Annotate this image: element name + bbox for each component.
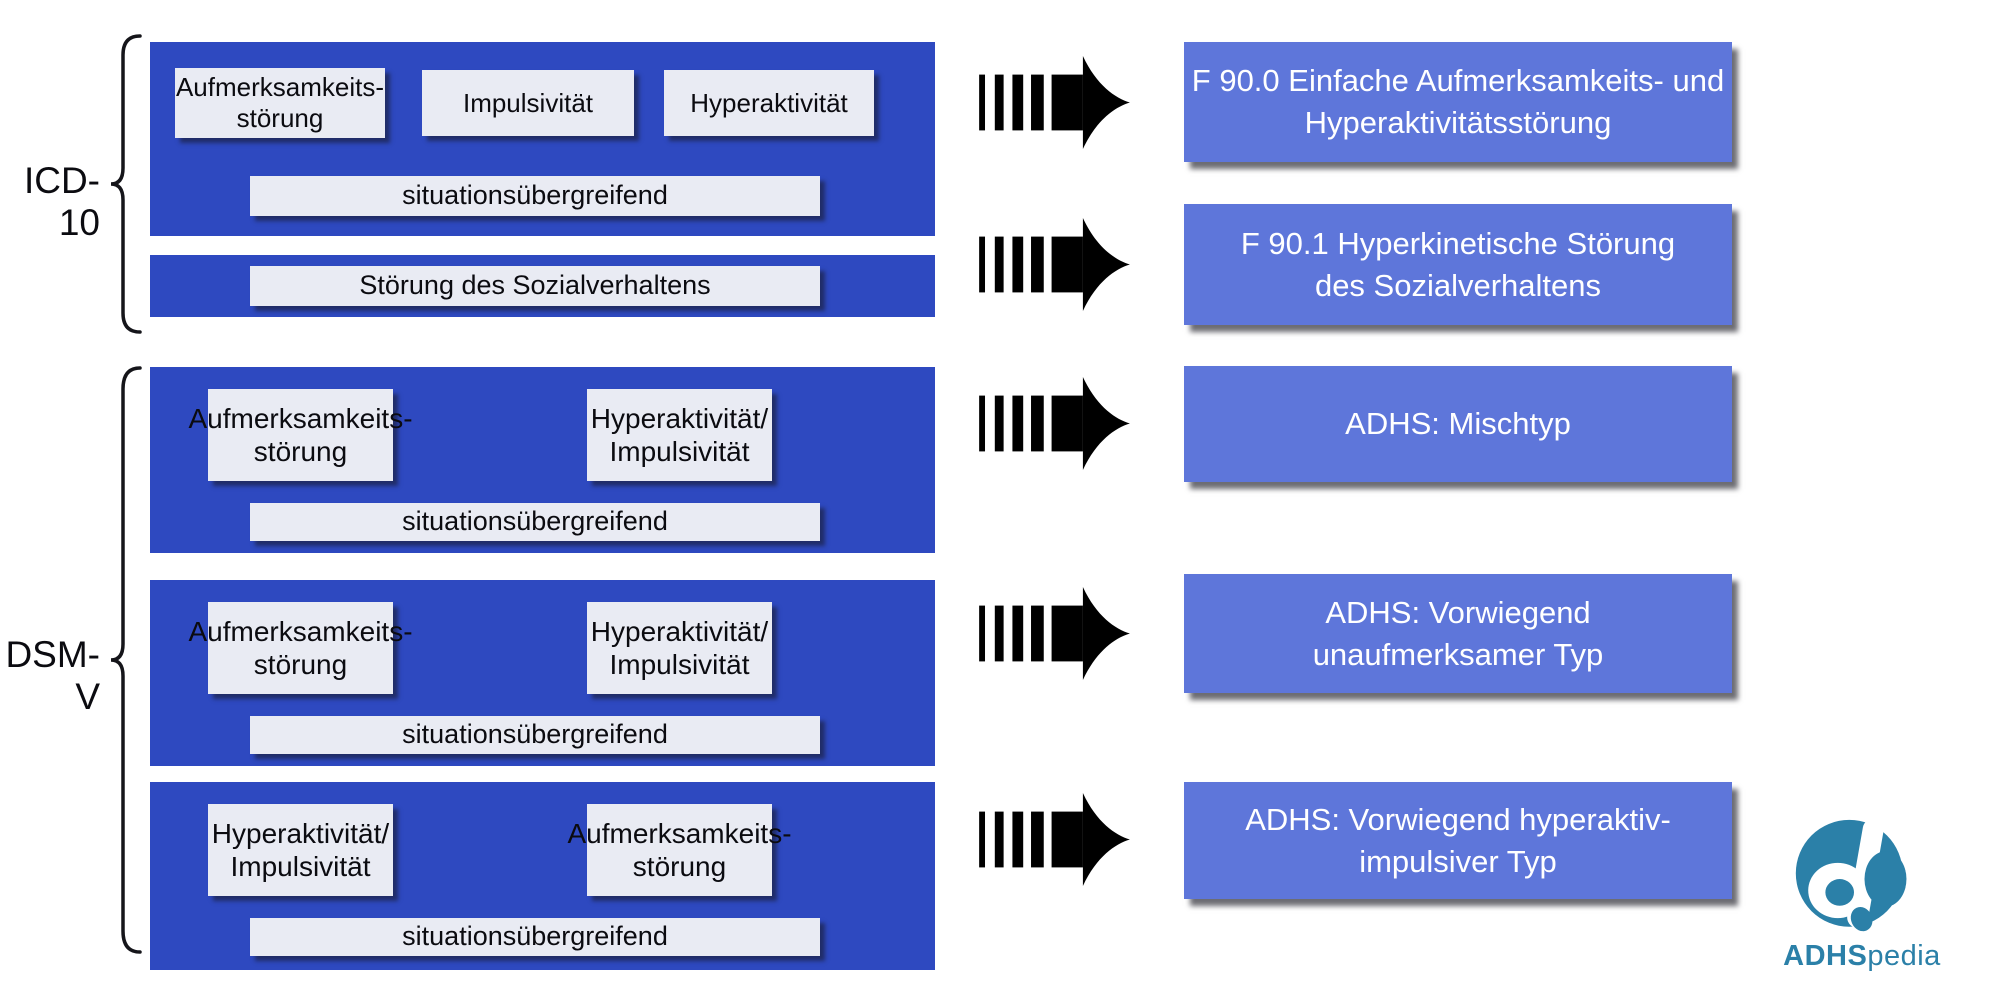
brand-name-rest: pedia (1867, 940, 1941, 972)
group-label-dsmv: DSM-V (5, 634, 100, 717)
curly-brace-dsmv-icon (110, 366, 142, 954)
situational-box: situationsübergreifend (250, 503, 820, 541)
situational-box: situationsübergreifend (250, 716, 820, 754)
dsm-panel-inattentive: Aufmerksamkeits- störung Hyperaktivität/… (150, 580, 935, 766)
criteria-box-attention: Aufmerksamkeits- störung (567, 804, 792, 896)
icd-criteria-panel: Aufmerksamkeits- störung Impulsivität Hy… (150, 42, 935, 236)
criteria-box-attention: Aufmerksamkeits- störung (175, 68, 385, 138)
result-box-f901: F 90.1 Hyperkinetische Störung des Sozia… (1184, 204, 1732, 325)
result-box-mischtyp: ADHS: Mischtyp (1184, 366, 1732, 482)
striped-arrow-icon (979, 587, 1130, 680)
result-box-unaufmerksam: ADHS: Vorwiegend unaufmerksamer Typ (1184, 574, 1732, 693)
striped-arrow-icon (979, 793, 1130, 886)
criteria-box-hyperactivity-impulsivity: Hyperaktivität/ Impulsivität (587, 602, 772, 694)
criteria-box-attention: Aufmerksamkeits- störung (188, 389, 413, 481)
criteria-box-hyperactivity-impulsivity: Hyperaktivität/ Impulsivität (208, 804, 393, 896)
brand-name: ADHSpedia (1772, 940, 1952, 973)
dsm-panel-hyperactive: Hyperaktivität/ Impulsivität Aufmerksamk… (150, 782, 935, 970)
dsm-panel-mixed: Aufmerksamkeits- störung Hyperaktivität/… (150, 367, 935, 553)
group-label-icd10: ICD-10 (23, 160, 100, 243)
situational-box: situationsübergreifend (250, 176, 820, 216)
adhspedia-logo-icon (1795, 818, 1907, 932)
situational-box: situationsübergreifend (250, 918, 820, 956)
icd-conduct-panel: Störung des Sozialverhaltens (150, 255, 935, 317)
striped-arrow-icon (979, 56, 1130, 149)
striped-arrow-icon (979, 218, 1130, 311)
criteria-box-hyperactivity-impulsivity: Hyperaktivität/ Impulsivität (587, 389, 772, 481)
criteria-box-attention: Aufmerksamkeits- störung (188, 602, 413, 694)
criteria-box-hyperactivity: Hyperaktivität (664, 70, 874, 136)
conduct-disorder-box: Störung des Sozialverhaltens (250, 266, 820, 306)
criteria-box-impulsivity: Impulsivität (422, 70, 634, 136)
result-box-f900: F 90.0 Einfache Aufmerksamkeits- und Hyp… (1184, 42, 1732, 162)
striped-arrow-icon (979, 377, 1130, 470)
result-box-hyperaktiv-impulsiv: ADHS: Vorwiegend hyperaktiv- impulsiver … (1184, 782, 1732, 899)
brand-name-bold: ADHS (1783, 940, 1868, 972)
curly-brace-icd10-icon (110, 34, 142, 334)
